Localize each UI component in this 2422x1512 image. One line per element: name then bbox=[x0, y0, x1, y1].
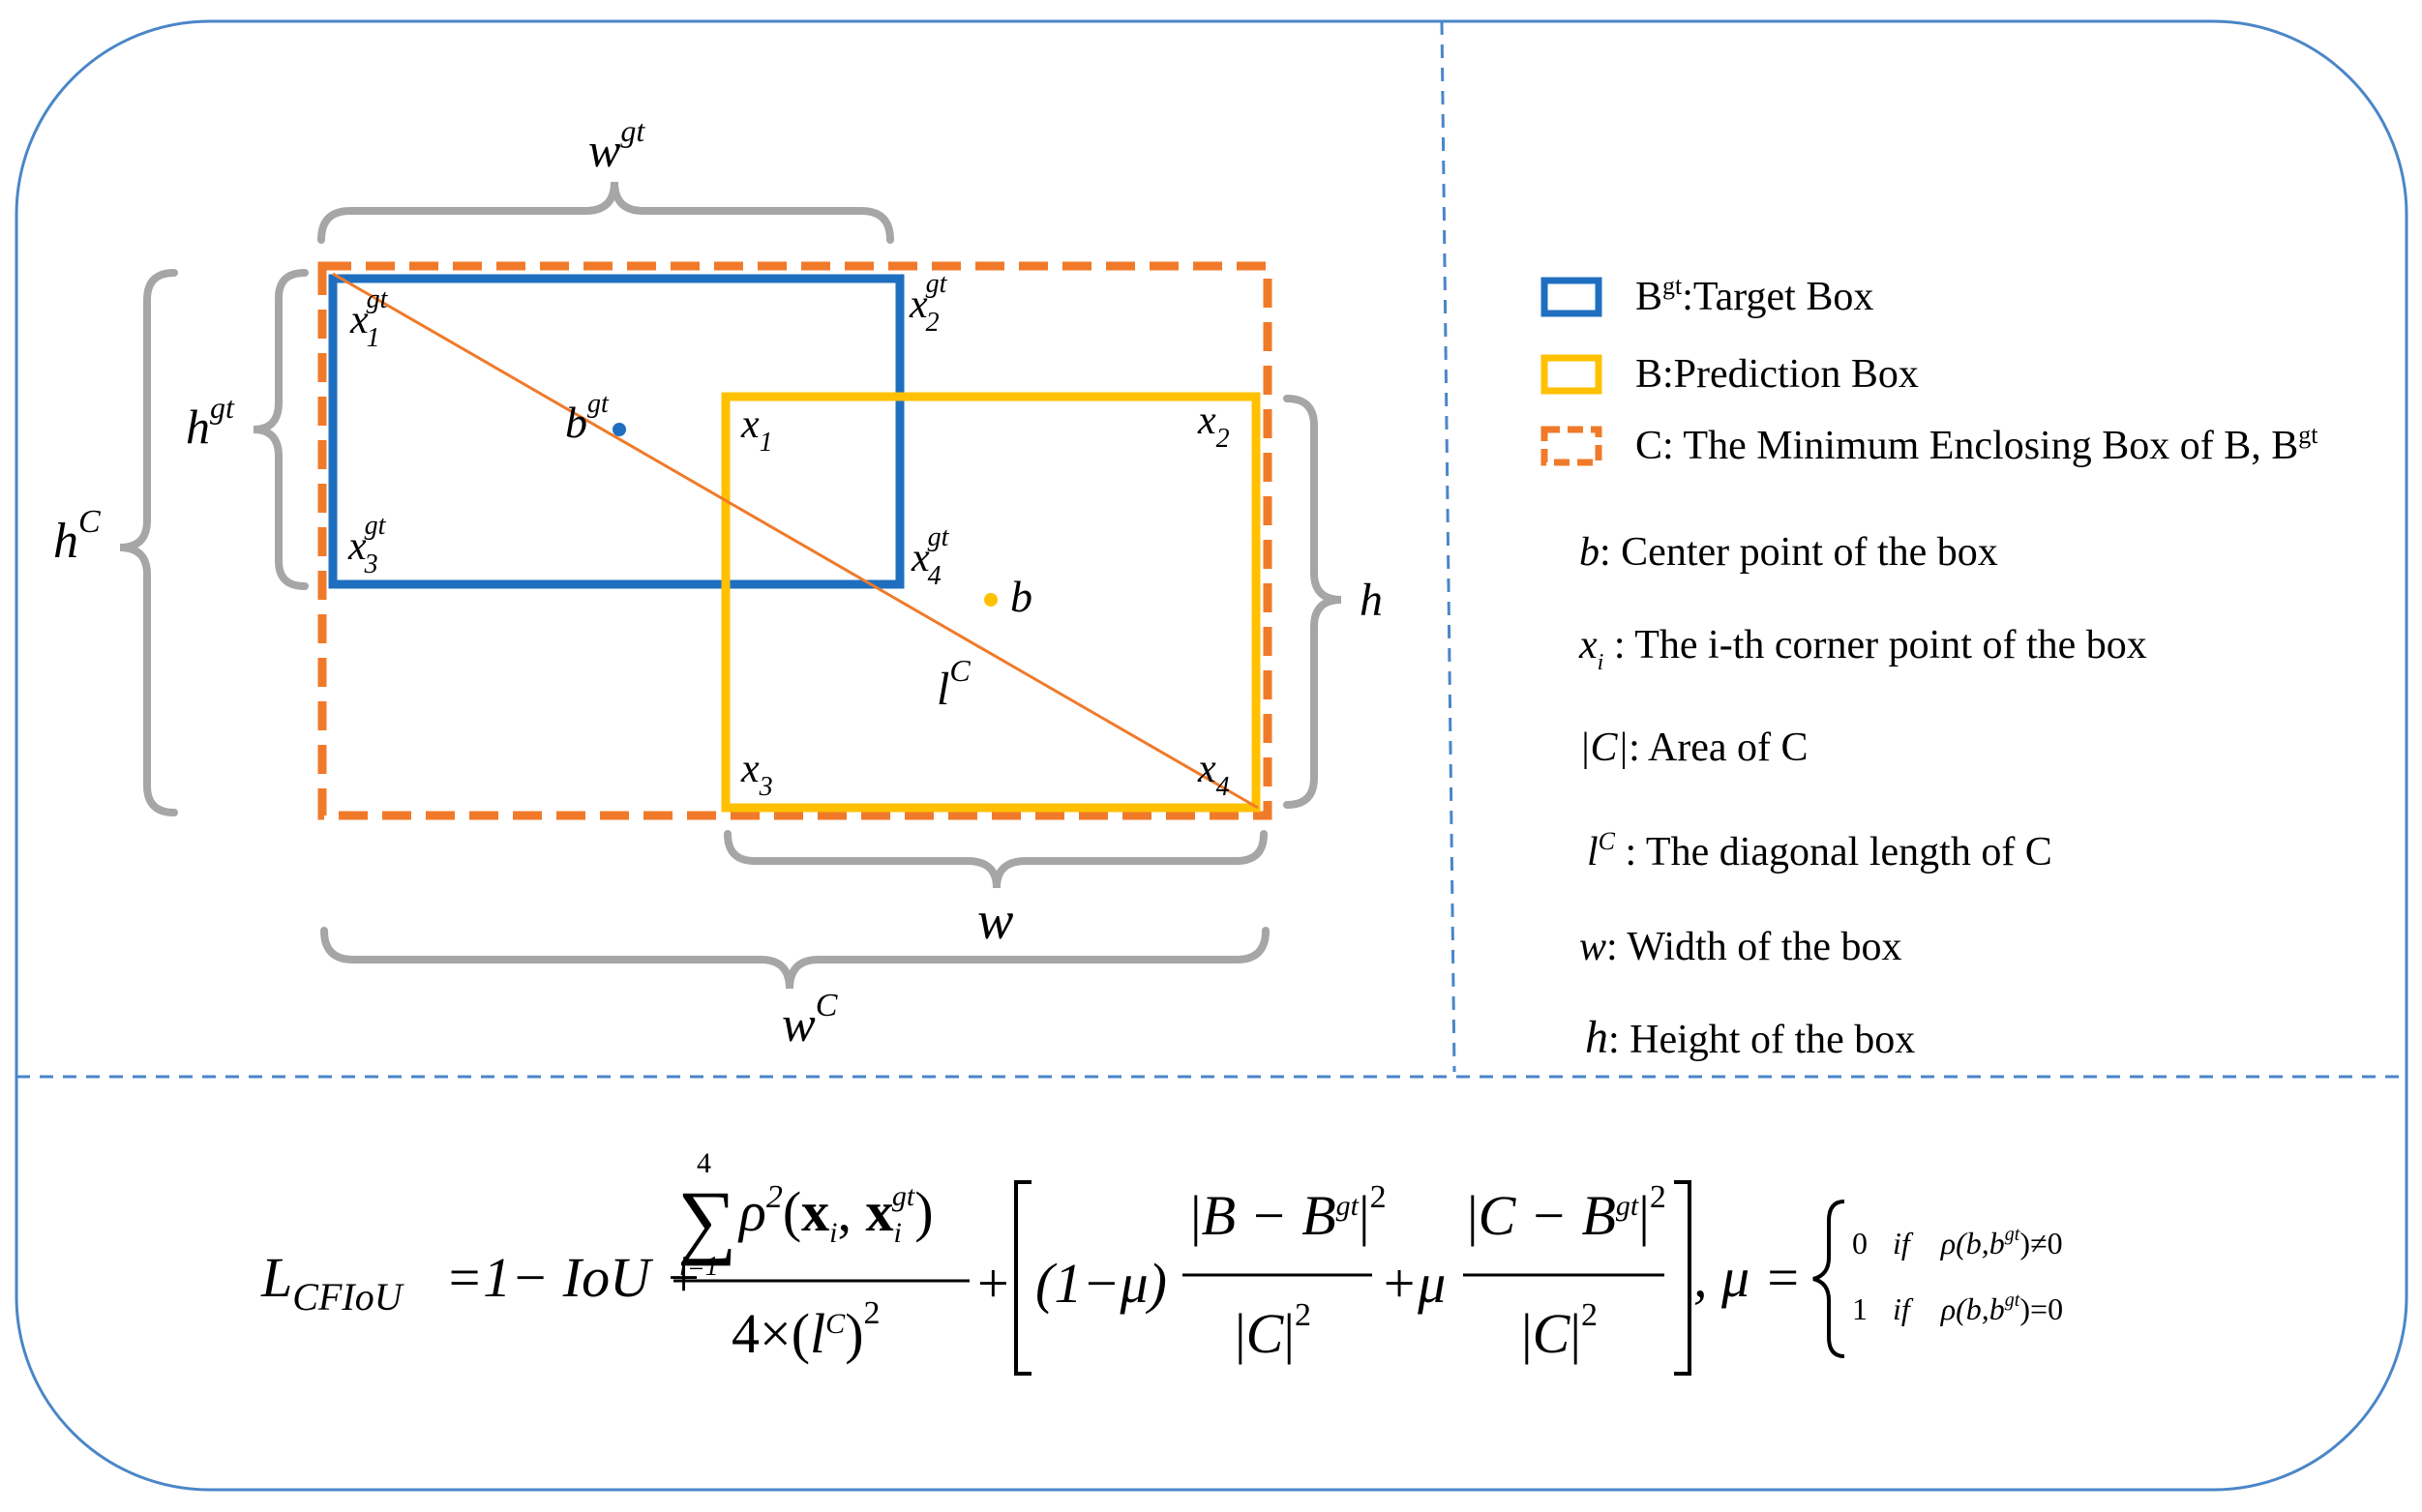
center-point-pred bbox=[984, 593, 998, 607]
h-c-brace bbox=[119, 269, 178, 816]
h-label: h bbox=[1360, 575, 1383, 626]
formula-left-bracket bbox=[1014, 1180, 1032, 1376]
corner-pred-4: x4 bbox=[1197, 747, 1230, 802]
enclosing-box-c bbox=[317, 261, 1272, 820]
center-point-gt bbox=[613, 423, 626, 436]
h-gt-label: hgt bbox=[186, 390, 235, 454]
vertical-divider bbox=[1440, 20, 1456, 1073]
w-brace bbox=[724, 830, 1268, 889]
legend-enclosing-label: C: The Minimum Enclosing Box of B, Bgt bbox=[1635, 421, 2318, 468]
legend-target-label: Bgt:Target Box bbox=[1635, 272, 1873, 319]
formula-term1: =1− IoU + bbox=[445, 1246, 703, 1309]
l-c-label: lC bbox=[937, 653, 971, 715]
corner-gt-4: x4gt bbox=[911, 522, 950, 591]
corner-pred-1: x1 bbox=[740, 402, 773, 458]
b-label: b bbox=[1010, 572, 1032, 621]
formula-rho-term: ρ2(xi, xigt) bbox=[737, 1179, 934, 1249]
formula-lhs: LCFIoU bbox=[260, 1246, 405, 1319]
corner-gt-3: x3gt bbox=[347, 511, 387, 579]
b-gt-label: bgt bbox=[565, 389, 610, 447]
corner-pred-3: x3 bbox=[740, 747, 773, 802]
legend-enclosing-swatch bbox=[1540, 426, 1602, 466]
formula-one-minus-mu: (1−μ) bbox=[1035, 1252, 1167, 1315]
outer-frame bbox=[15, 19, 2408, 1492]
formula-plus-mu: +μ bbox=[1380, 1252, 1446, 1315]
formula-right-bracket bbox=[1674, 1180, 1691, 1376]
prediction-box bbox=[721, 392, 1261, 813]
legend-target-swatch bbox=[1540, 277, 1602, 317]
def-width: w: Width of the box bbox=[1579, 925, 1902, 969]
corner-gt-2: x2gt bbox=[909, 269, 948, 338]
def-area: |C|: Area of C bbox=[1579, 726, 1809, 770]
formula-sum-top: 4 bbox=[697, 1147, 711, 1179]
formula-frac2-den: |C|2 bbox=[1521, 1297, 1598, 1365]
w-c-label: wC bbox=[782, 988, 838, 1052]
def-corner: xi : The i-th corner point of the box bbox=[1578, 623, 2147, 675]
formula-frac1-den: |C|2 bbox=[1235, 1297, 1311, 1365]
target-box bbox=[328, 274, 905, 589]
formula-mu-def: , μ = bbox=[1693, 1246, 1802, 1309]
corner-pred-2: x2 bbox=[1197, 399, 1230, 454]
h-gt-brace bbox=[253, 269, 309, 590]
w-c-brace bbox=[320, 927, 1270, 990]
w-gt-label: wgt bbox=[588, 113, 645, 177]
h-brace bbox=[1283, 395, 1342, 809]
formula-denom: 4×(lC)2 bbox=[732, 1295, 881, 1365]
formula-cases-brace bbox=[1812, 1200, 1845, 1358]
def-height: h: Height of the box bbox=[1585, 1012, 1915, 1063]
cfiou-formula: LCFIoU =1− IoU + 4 ∑ i=1 ρ2(xi, xigt) 4×… bbox=[260, 1147, 2063, 1376]
w-label: w bbox=[977, 891, 1013, 951]
h-c-label: hC bbox=[53, 504, 101, 569]
formula-frac2-num: |C − Bgt|2 bbox=[1467, 1179, 1666, 1247]
corner-gt-1: x1gt bbox=[349, 284, 389, 353]
def-center: b: Center point of the box bbox=[1579, 530, 1998, 575]
formula-frac1-num: |B − Bgt|2 bbox=[1190, 1179, 1387, 1247]
w-gt-brace bbox=[317, 181, 894, 244]
formula-sum-bottom: i=1 bbox=[679, 1252, 719, 1282]
formula-sum-sign: ∑ bbox=[677, 1173, 736, 1266]
legend-prediction-swatch bbox=[1540, 354, 1602, 395]
diagonal-lc bbox=[332, 272, 1259, 810]
legend-prediction-label: B:Prediction Box bbox=[1635, 352, 1919, 397]
formula-plus: + bbox=[977, 1252, 1009, 1315]
def-diagonal: lC : The diagonal length of C bbox=[1587, 827, 2052, 875]
